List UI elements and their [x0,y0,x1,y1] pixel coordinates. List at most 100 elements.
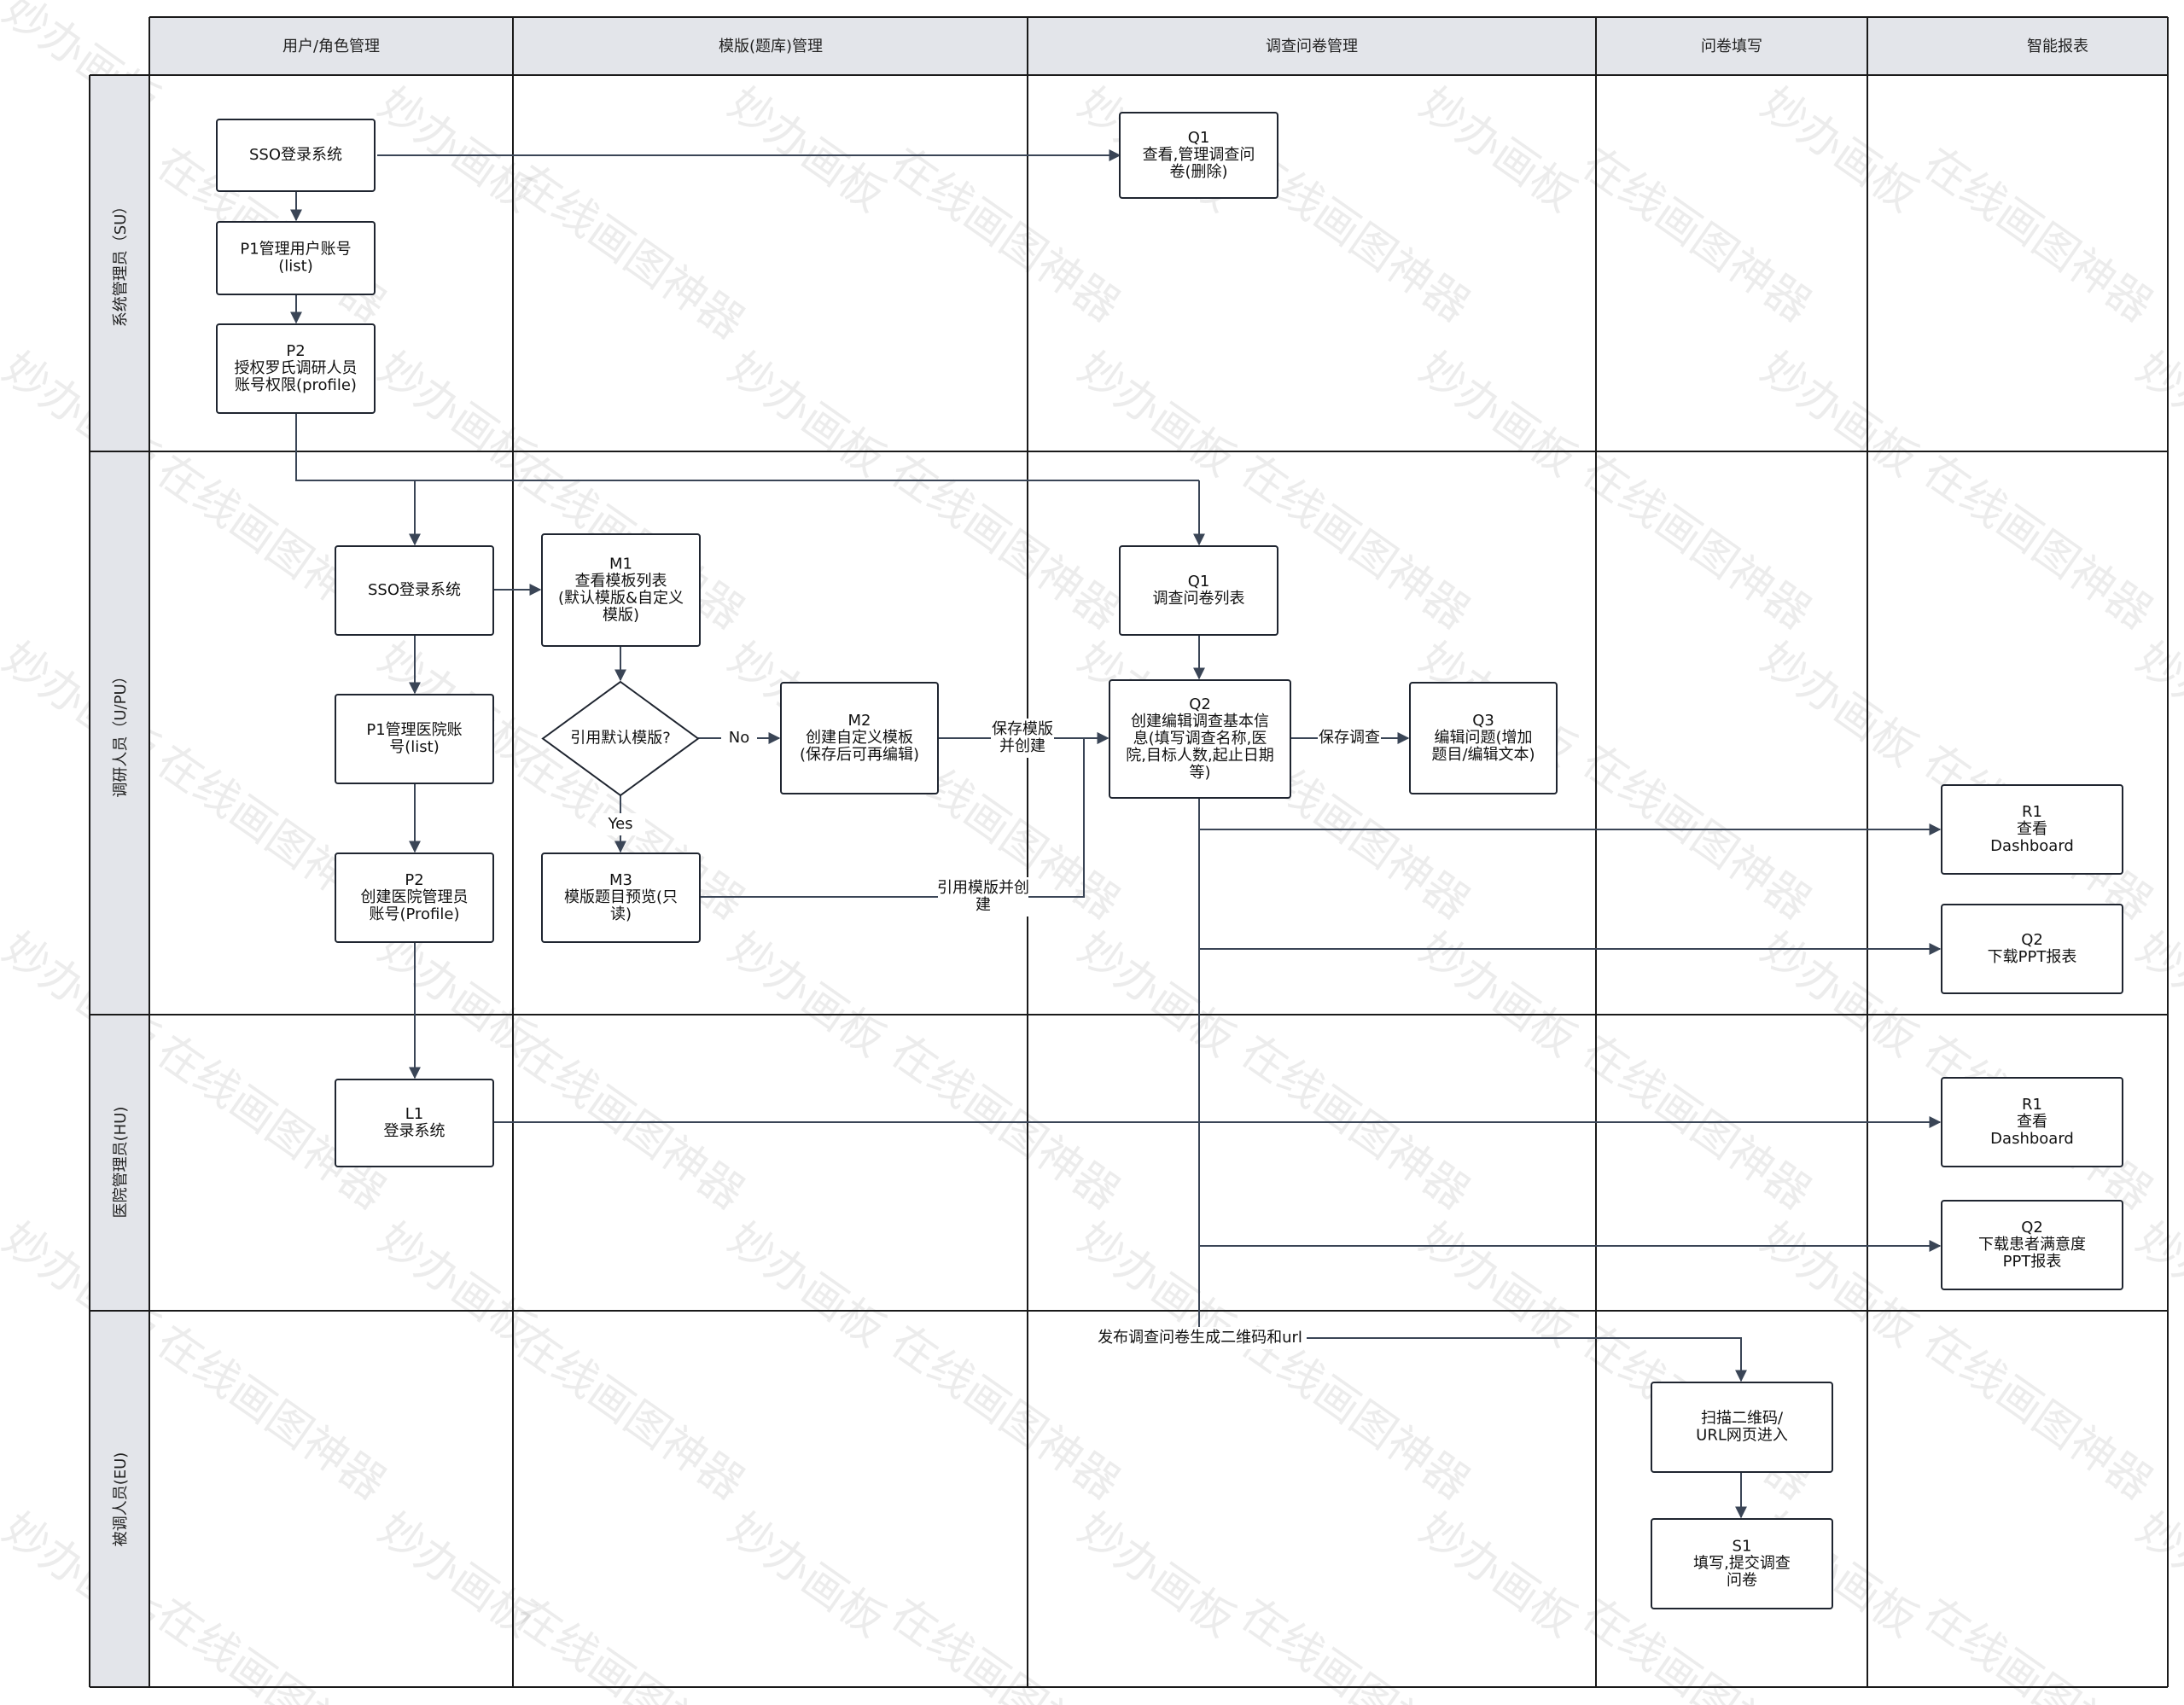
edge-label-text: 并创建 [999,737,1045,755]
watermark-text: 妙办画板 [1411,342,1586,486]
watermark-text: 妙办画板 [1752,632,1927,776]
edge-q2-publish [1198,1246,1747,1382]
lane-label-bg-u [90,452,149,1014]
node-text-line: 调查问卷列表 [1153,590,1245,608]
watermark-text: 妙办画板 [719,1213,894,1356]
node-su-p1: P1管理用户账号(list) [216,221,376,295]
watermark-text: 妙办画板 [2128,342,2184,486]
node-text-line: 账号(Profile) [369,905,459,923]
column-header-row [149,17,2168,75]
node-text-line: 问卷 [1727,1572,1757,1590]
node-shape [780,682,939,794]
node-text-line: P2 [405,871,423,889]
edge-q2-to-ppt [1198,829,1942,955]
column-header-survey: 调查问卷管理 [1266,38,1358,55]
lane-label-bg-hu [90,1015,149,1310]
edge-m3-to-q2 [698,732,1109,898]
lane-label-bg-su [90,75,149,451]
node-text-line: Q1 [1188,129,1210,147]
node-text-line: 息(填写调查名称,医 [1133,730,1267,748]
node-text-line: (list) [278,258,312,276]
column-header-template: 模版(题库)管理 [719,38,823,55]
grid-lines [89,16,2169,1688]
node-text-line: 号(list) [389,738,439,756]
column-header-fill: 问卷填写 [1701,38,1762,55]
node-shape [1941,1200,2123,1290]
watermark-text: 妙办画板 [719,922,894,1066]
node-text-line: PPT报表 [2003,1253,2062,1271]
node-text-line: 题目/编辑文本) [1431,746,1535,764]
watermark-text: 妙办画板 [1411,1503,1586,1646]
watermark-text: 在线画图神器 [148,1315,395,1510]
watermark-text: 在线画图神器 [1573,137,1820,332]
watermark-text: 妙办画板 [370,1213,545,1356]
node-text-line: Q2 [1189,695,1211,713]
node-text-line: Q2 [2021,931,2043,949]
node-text-line: Dashboard [1990,837,2074,855]
lane-label-bg-eu [90,1312,149,1687]
node-shape [1409,682,1558,794]
watermark-text: 妙办画板 [1069,922,1244,1066]
node-text-line: 模版) [603,607,639,625]
lane-label-hu: 医院管理员(HU) [112,1107,130,1219]
node-text-line: S1 [1733,1538,1752,1556]
node-text-line: P1管理用户账号 [240,241,351,259]
watermark-text: 妙办画板 [1752,78,1927,221]
node-text-line: 扫描二维码/ [1701,1410,1784,1428]
node-shape [1941,904,2123,994]
node-text-line: 查看 [2017,1113,2047,1131]
node-text-line: 模版题目预览(只 [564,888,678,906]
watermark-text: 妙办画板 [2128,922,2184,1066]
watermark-text: 妙办画板 [1752,1213,1927,1356]
edge-label-yes: Yes [596,813,645,835]
node-text-line: 查看模板列表 [575,573,667,591]
node-shape [1651,1518,1833,1609]
node-shape [1651,1382,1833,1473]
node-shape [1119,112,1278,199]
watermark-text: 妙办画板 [1752,922,1927,1066]
node-text-line: Q1 [1188,573,1210,591]
node-text-line: URL网页进入 [1696,1427,1788,1445]
edge-label-publish: 发布调查问卷生成二维码和url [1093,1327,1307,1349]
watermark-text: 妙办画板 [1411,78,1586,221]
node-text-line: 填写,提交调查 [1693,1555,1791,1573]
node-text-line: 登录系统 [384,1122,446,1140]
watermark-text: 妙办画板 [2128,632,2184,776]
watermark-text: 在线画图神器 [506,154,754,349]
node-text-line: SSO登录系统 [368,581,461,599]
edge-su-p2-branch [295,413,1199,481]
column-header-report: 智能报表 [2027,38,2088,55]
node-text-line: P2 [286,342,305,360]
edge-label-background [1318,727,1381,749]
node-shape [335,852,494,943]
watermark-text: 妙办画板 [1411,1213,1586,1356]
node-shape [1109,679,1291,799]
node-su-sso: SSO登录系统 [216,119,376,192]
node-e-scan: 扫描二维码/URL网页进入 [1651,1382,1833,1473]
edge-label-text: No [729,729,749,747]
node-text-line: SSO登录系统 [249,146,342,164]
node-text-line: 账号权限(profile) [235,376,357,394]
watermark-text: 妙办画板 [2128,1213,2184,1356]
node-text-line: (保存后可再编辑) [800,746,919,764]
node-text-line: 查看 [2017,820,2047,838]
edge-label-text: 发布调查问卷生成二维码和url [1098,1329,1302,1347]
watermark-text: 妙办画板 [719,1503,894,1646]
node-text-line: 卷(删除) [1169,163,1227,181]
watermark-text: 妙办画板 [1069,1503,1244,1646]
node-text-line: 创建自定义模板 [806,729,913,747]
node-text-line: M2 [848,712,871,730]
edge-label-text: 保存调查 [1319,729,1380,747]
watermark-text: 妙办画板 [2128,1503,2184,1646]
watermark-text: 妙办画板 [1752,342,1927,486]
